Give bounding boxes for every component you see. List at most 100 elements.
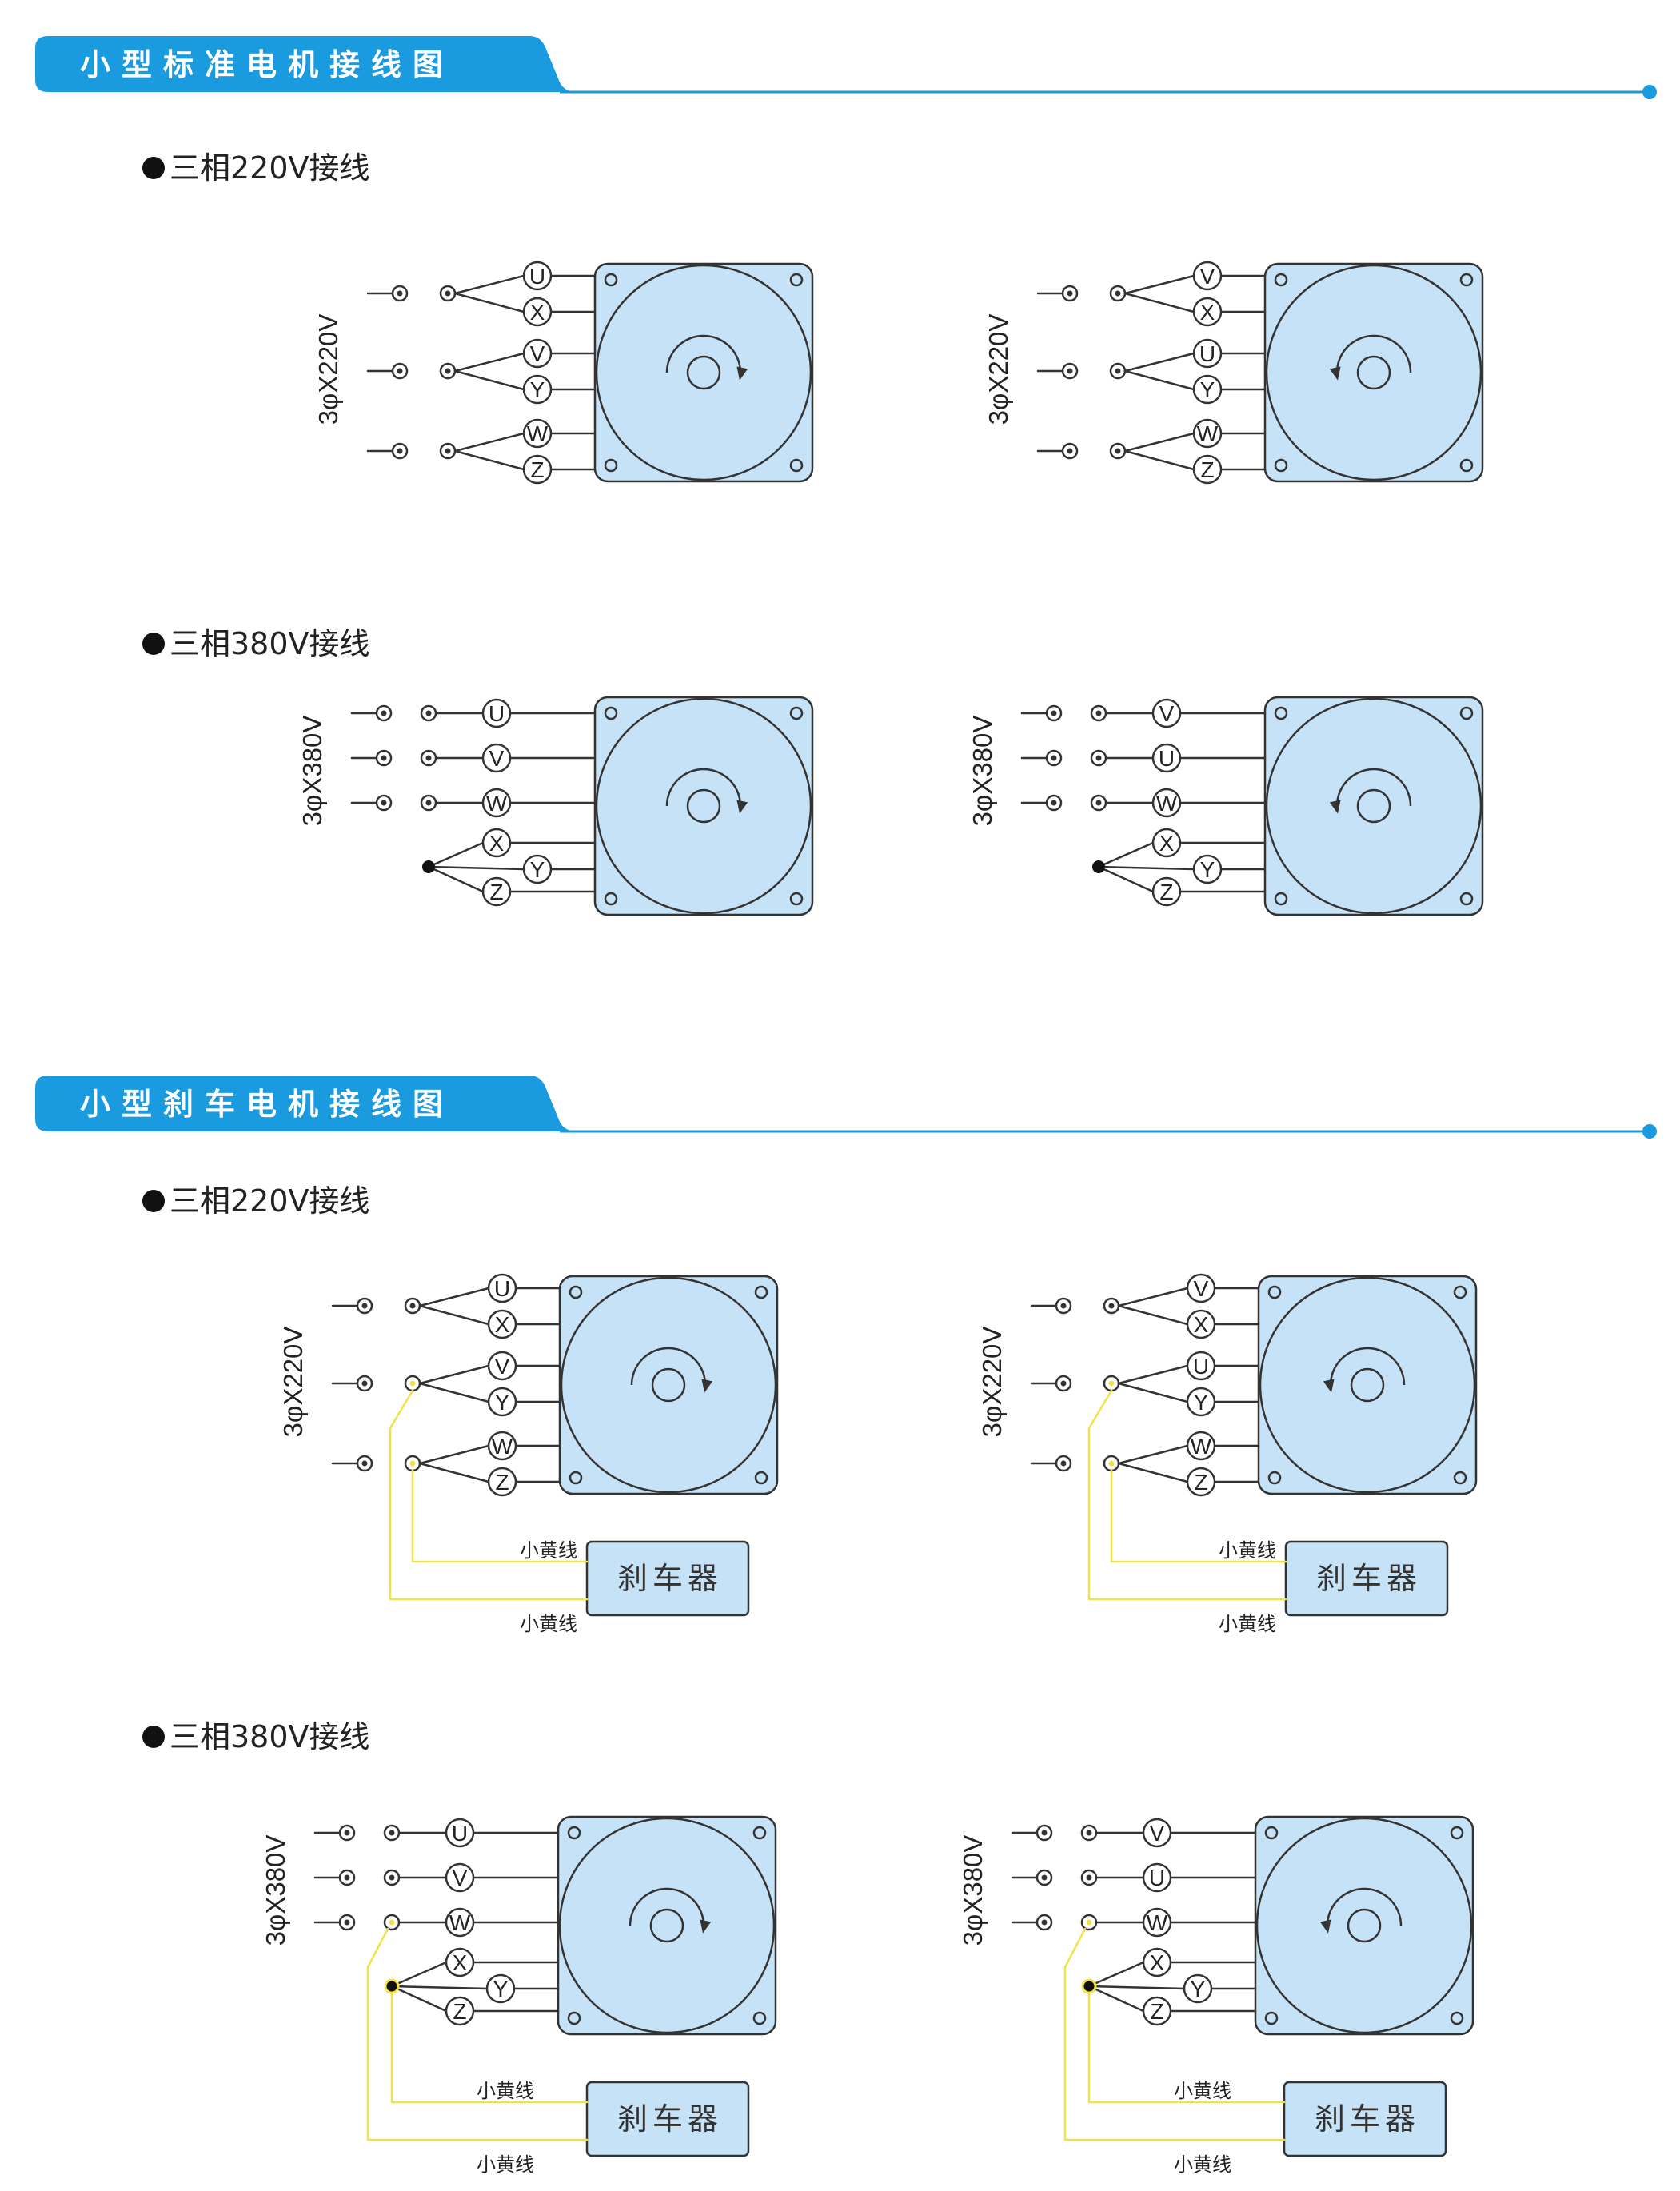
jumper-wire <box>1117 1462 1189 1483</box>
yellow-brake-wire <box>411 1469 589 1563</box>
mounting-hole <box>567 1826 581 1840</box>
voltage-label: 3φX220V <box>984 314 1013 425</box>
terminal-z <box>445 1996 475 2026</box>
motor-face <box>1265 697 1482 915</box>
jumper-wire <box>453 274 525 295</box>
screw-terminal-center <box>344 1830 350 1836</box>
terminal-y <box>485 1973 516 2004</box>
mounting-hole <box>1459 892 1474 906</box>
arrow-head <box>700 1919 712 1934</box>
star-wire <box>1087 1961 1145 1988</box>
terminal-x <box>1192 297 1223 327</box>
terminal-label: W <box>1147 1910 1168 1935</box>
terminal-u <box>445 1818 475 1848</box>
brake-label: 刹车器 <box>617 1561 723 1596</box>
rotation-arrow-counterclockwise <box>1335 768 1412 807</box>
terminal-y <box>522 854 553 884</box>
terminal-v <box>1192 261 1223 291</box>
voltage-label: 3φX220V <box>977 1327 1007 1438</box>
screw-terminal-center <box>381 800 387 806</box>
terminal-label: X <box>530 300 545 325</box>
mounting-hole <box>569 1471 583 1485</box>
terminal-label: Z <box>489 880 503 904</box>
jumper-wire <box>1123 449 1195 471</box>
group-subtitle: 三相380V接线 <box>142 626 370 661</box>
terminal-w <box>487 1431 517 1461</box>
yellow-brake-wire <box>390 1991 589 2104</box>
star-point-node <box>384 1978 400 1994</box>
terminal-u <box>522 261 553 291</box>
terminal-label: Y <box>495 1390 510 1415</box>
screw-terminal-center <box>1051 800 1057 806</box>
terminal-v <box>487 1351 517 1381</box>
terminal-label: U <box>529 264 545 289</box>
screw-terminal-center <box>361 1460 368 1467</box>
arrow-head <box>1329 800 1341 814</box>
terminal-label: Z <box>453 1999 466 2024</box>
terminal-label: V <box>1159 701 1175 726</box>
screw-terminal-center <box>409 1303 416 1309</box>
yellow-brake-wire <box>1087 1389 1287 1601</box>
terminal-w <box>445 1907 475 1938</box>
screw-terminal-center <box>344 1874 350 1881</box>
yellow-brake-wire <box>1110 1469 1287 1563</box>
mounting-hole <box>1264 1826 1279 1840</box>
mounting-hole <box>789 273 804 287</box>
yellow-wire-label: 小黄线 <box>1174 2153 1231 2176</box>
screw-terminal-center <box>1051 755 1057 761</box>
yellow-wire-label: 小黄线 <box>520 1539 577 1562</box>
terminal-label: Z <box>1159 880 1173 904</box>
motor-shaft <box>686 788 721 824</box>
screw-terminal-center <box>1108 1303 1115 1309</box>
mounting-hole <box>604 892 618 906</box>
terminal-x <box>1142 1947 1172 1977</box>
screw-terminal-center <box>1095 710 1102 716</box>
jumper-wire <box>418 1287 490 1307</box>
subtitle-text: 三相220V接线 <box>170 150 370 186</box>
terminal-label: W <box>527 421 549 446</box>
yellow-wire-label: 小黄线 <box>1174 2080 1231 2102</box>
arrow-head <box>1329 366 1341 381</box>
terminal-label: V <box>1150 1821 1165 1846</box>
screw-terminal-center <box>397 368 403 374</box>
terminal-x <box>1151 828 1182 858</box>
jumper-wire <box>1123 292 1195 313</box>
screw-terminal-center <box>445 368 451 374</box>
star-wire <box>427 841 485 868</box>
terminal-w <box>1192 418 1223 449</box>
screw-terminal-center <box>1067 290 1073 297</box>
star-point-node <box>1092 860 1105 873</box>
screw-terminal-center <box>409 1460 416 1467</box>
terminal-label: V <box>1200 264 1215 289</box>
terminal-v <box>522 338 553 369</box>
arrow-head <box>736 800 748 814</box>
terminal-x <box>487 1309 517 1339</box>
yellow-wire-label: 小黄线 <box>1219 1613 1276 1635</box>
screw-terminal-center <box>1051 710 1057 716</box>
terminal-x <box>445 1947 475 1977</box>
subtitle-text: 三相380V接线 <box>170 626 370 661</box>
motor-shaft <box>649 1908 684 1943</box>
mounting-hole <box>1450 1826 1464 1840</box>
mounting-hole <box>1267 1471 1282 1485</box>
mounting-hole <box>789 458 804 473</box>
terminal-w <box>481 788 512 818</box>
screw-terminal-center <box>389 1919 395 1926</box>
screw-terminal-center <box>1067 368 1073 374</box>
mounting-hole <box>604 458 618 473</box>
terminal-label: U <box>452 1821 468 1846</box>
screw-terminal-center <box>1086 1874 1092 1881</box>
terminal-w <box>1186 1431 1216 1461</box>
terminal-label: V <box>1194 1276 1209 1301</box>
screw-terminal-center <box>344 1919 350 1926</box>
yellow-wire-label: 小黄线 <box>1219 1539 1276 1562</box>
rotation-arrow-clockwise <box>665 334 742 373</box>
terminal-label: X <box>489 831 505 856</box>
star-wire <box>390 1961 448 1988</box>
voltage-label: 3φX380V <box>968 716 997 827</box>
terminal-u <box>1151 743 1182 773</box>
bullet-dot <box>142 633 165 655</box>
mounting-hole <box>1459 458 1474 473</box>
